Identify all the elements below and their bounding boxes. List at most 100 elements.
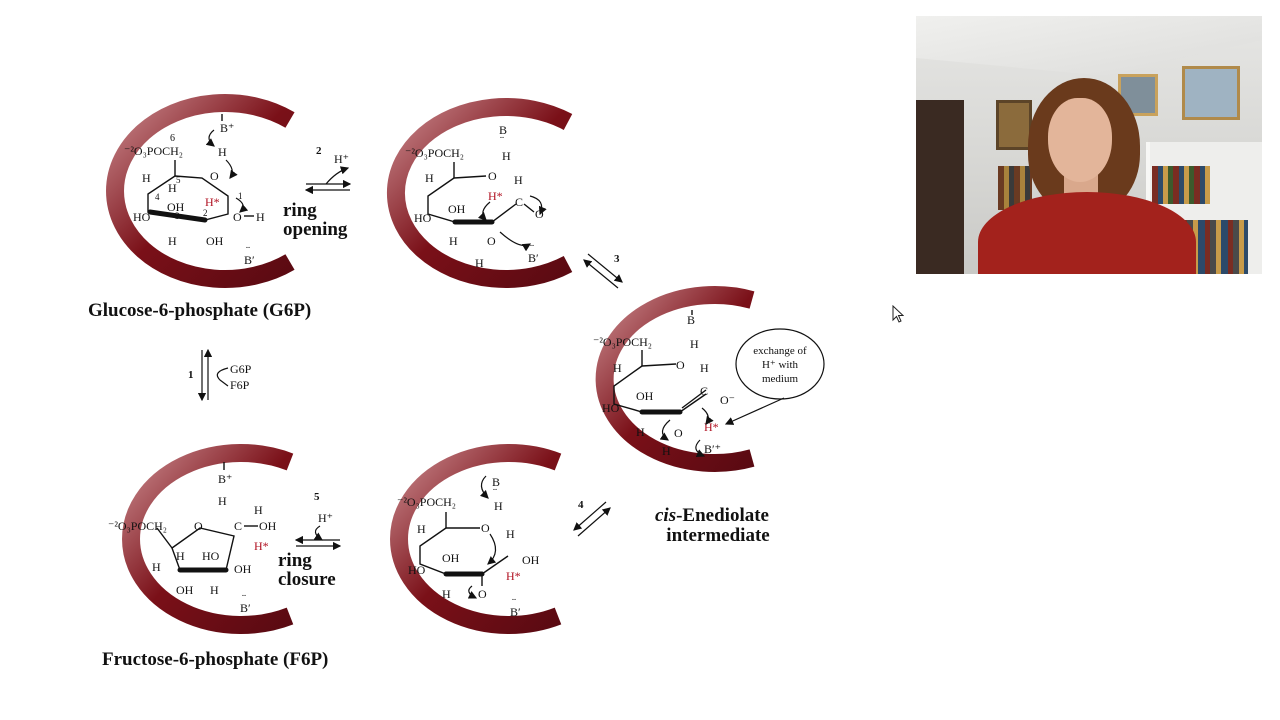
- atom-H-star: H*: [488, 189, 503, 203]
- carbon-number: 2: [203, 208, 208, 218]
- step-label: ring: [278, 550, 312, 571]
- carbon-number: 3: [175, 211, 180, 221]
- atom-H: H: [662, 444, 671, 458]
- base-B-prime: B′: [510, 605, 521, 619]
- atom-H: H: [690, 337, 699, 351]
- atom-H: H: [176, 549, 185, 563]
- atom-C: C: [515, 195, 523, 209]
- atom-OH: OH: [442, 551, 460, 565]
- carbon-number: 6: [170, 133, 175, 144]
- atom-OH: OH: [167, 200, 185, 214]
- atom-H: H: [502, 149, 511, 163]
- atom-H-star: H*: [704, 420, 719, 434]
- base-B: B: [492, 475, 500, 489]
- lone-pair: ¨: [512, 595, 516, 609]
- enzyme-pocket-1: [106, 94, 295, 288]
- step-label: opening: [283, 219, 348, 240]
- atom-C: C: [700, 384, 708, 398]
- atom-H: H: [494, 499, 503, 513]
- atom-H: H: [142, 171, 151, 185]
- base-B: B: [499, 123, 507, 137]
- ring-oxygen: O: [210, 169, 219, 183]
- atom-H: H: [425, 171, 434, 185]
- base-B-plus: B⁺: [218, 472, 232, 486]
- enzyme-pocket-5: [122, 444, 294, 634]
- atom-H: H: [514, 173, 523, 187]
- atom-O: O: [481, 521, 490, 535]
- atom-O: O: [676, 358, 685, 372]
- lone-pair: ¨: [246, 243, 250, 257]
- callout-line: H⁺ with: [762, 359, 799, 371]
- svg-text:cis-Enediolate: cis-Enediolate: [655, 505, 769, 526]
- atom-O-minus: O⁻: [720, 393, 735, 407]
- step1-bottom: F6P: [230, 378, 250, 392]
- species-H-plus: H⁺: [334, 152, 349, 166]
- atom-H: H: [210, 583, 219, 597]
- step-number: 5: [314, 491, 320, 503]
- step-1-overall: 1 G6P F6P: [188, 348, 252, 402]
- atom-H: H: [449, 234, 458, 248]
- base-B-prime: B′: [244, 253, 255, 267]
- atom-H: H: [168, 181, 177, 195]
- atom-H: H: [442, 587, 451, 601]
- atom-H-star: H*: [205, 195, 220, 209]
- atom-H: H: [218, 494, 227, 508]
- carbon-number: 4: [155, 192, 160, 202]
- atom-OH: OH: [636, 389, 654, 403]
- ring-oxygen: O: [194, 519, 203, 533]
- lone-pair: ¨: [530, 241, 534, 255]
- lone-pair: ¨: [242, 591, 246, 605]
- lone-pair: ¨: [493, 485, 497, 499]
- atom-O: O: [488, 169, 497, 183]
- atom-O: O: [478, 587, 487, 601]
- compound-name-f6p: Fructose-6-phosphate (F6P): [102, 649, 328, 670]
- atom-H: H: [168, 234, 177, 248]
- step-label: closure: [278, 569, 336, 590]
- webcam-video-panel: [916, 16, 1262, 274]
- step-number: 3: [614, 253, 620, 265]
- atom-H: H: [475, 256, 484, 270]
- atom-HO: HO: [202, 549, 220, 563]
- atom-O: O: [674, 426, 683, 440]
- step-number: 1: [188, 369, 194, 381]
- atom-OH: OH: [522, 553, 540, 567]
- atom-H: H: [152, 560, 161, 574]
- atom-OH: OH: [448, 202, 466, 216]
- base-B-plus: B⁺: [220, 121, 234, 135]
- atom-O: O: [535, 207, 544, 221]
- enzyme-pocket-3: [595, 286, 755, 472]
- atom-phosphate: ⁻²O₃POCH₂: [593, 335, 652, 349]
- species-H-plus: H⁺: [318, 511, 333, 525]
- mouse-cursor-icon: [892, 305, 904, 323]
- step-2-ring-opening: 2 H⁺ ring opening: [283, 145, 352, 240]
- base-B-prime-plus: B′⁺: [704, 442, 721, 456]
- step-number: 2: [316, 145, 322, 157]
- atom-HO: HO: [133, 210, 151, 224]
- atom-H: H: [700, 361, 709, 375]
- structure-enediolate: ⁻²O₃POCH₂ O H H HO OH H C O⁻ H O H H* B′…: [593, 310, 735, 458]
- atom-HO: HO: [602, 401, 620, 415]
- callout-exchange: exchange of H⁺ with medium: [724, 328, 825, 425]
- callout-line: medium: [762, 373, 798, 385]
- base-B: B: [687, 313, 695, 327]
- step-4: 4: [573, 499, 611, 537]
- atom-phosphate: ⁻²O₃POCH₂: [108, 519, 167, 533]
- atom-OH: O: [233, 210, 242, 224]
- enzyme-pocket-2: [387, 98, 573, 288]
- atom-H: H: [218, 145, 227, 159]
- step-number: 4: [578, 499, 584, 511]
- structure-open-ketone: ⁻²O₃POCH₂ O H H HO OH H OH H* H O B ¨ B′…: [397, 475, 540, 619]
- atom-H-star: H*: [506, 569, 521, 583]
- structure-open-chain: ⁻²O₃POCH₂ O H H HO OH H* H C O H O H B ¨…: [405, 123, 547, 270]
- structure-g6p: ⁻²O₃POCH₂ 6 O 5 4 3 2 1 H H HO OH H* O H…: [124, 114, 265, 267]
- step-5-ring-closure: 5 H⁺ ring closure: [278, 491, 342, 590]
- atom-H: H: [254, 503, 263, 517]
- carbon-number: 1: [238, 191, 243, 201]
- atom-H: H: [417, 522, 426, 536]
- step-3: 3: [583, 253, 623, 289]
- mechanism-diagram: ⁻²O₃POCH₂ 6 O 5 4 3 2 1 H H HO OH H* O H…: [88, 94, 825, 670]
- step1-top: G6P: [230, 362, 252, 376]
- compound-name-enediolate: cis-Enediolate intermediate: [655, 505, 770, 546]
- atom-H: H: [506, 527, 515, 541]
